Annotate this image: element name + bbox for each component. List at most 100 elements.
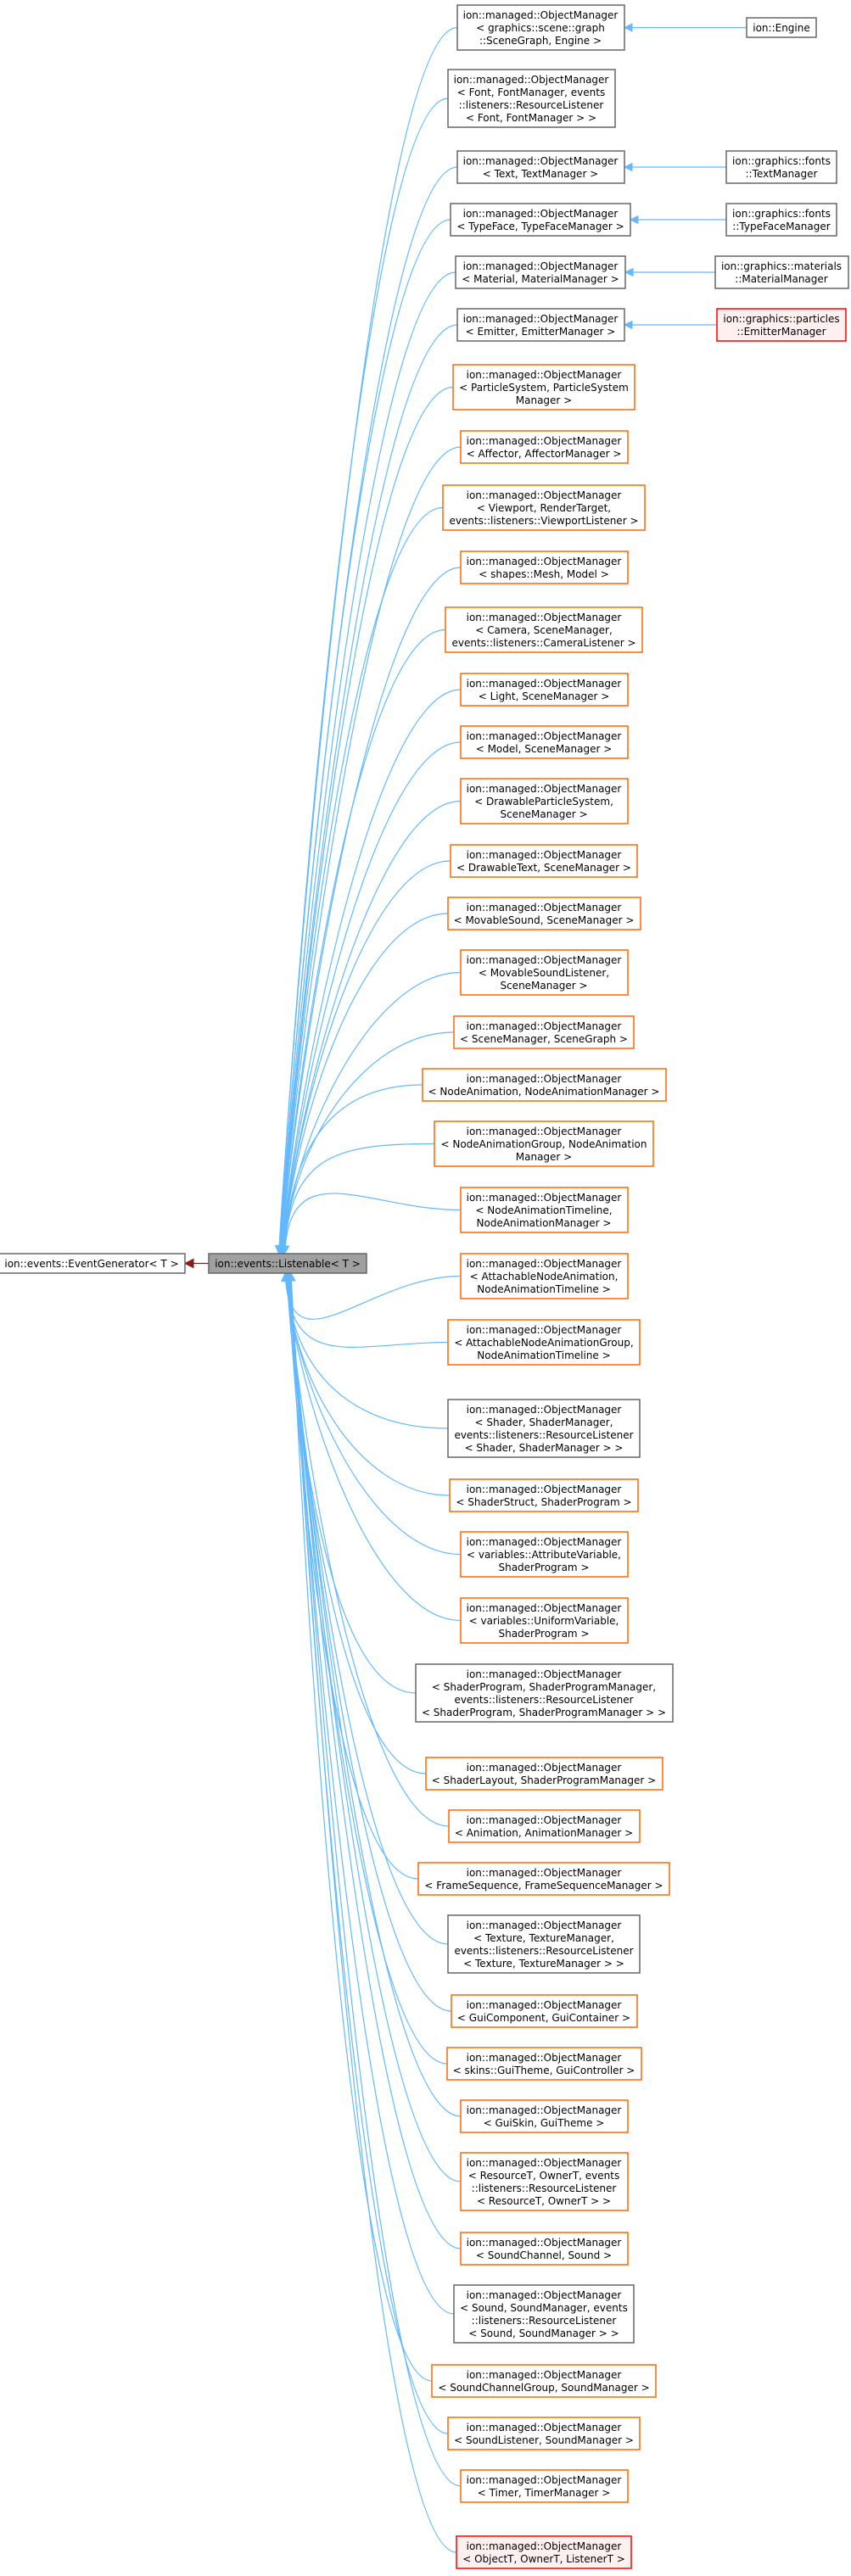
- derived-class-node-2-box: [725, 150, 837, 184]
- object-manager-node-30[interactable]: ion::managed::ObjectManager< FrameSequen…: [417, 1862, 670, 1896]
- object-manager-node-26[interactable]: ion::managed::ObjectManager< variables::…: [460, 1597, 629, 1644]
- edge-manager-17-to-listenable: [279, 1031, 455, 1255]
- object-manager-node-25-label: < variables::AttributeVariable,: [467, 1549, 621, 1561]
- object-manager-node-5[interactable]: ion::managed::ObjectManager< Emitter, Em…: [456, 308, 625, 342]
- object-manager-node-23-label: ion::managed::ObjectManager: [467, 1404, 622, 1416]
- object-manager-node-23[interactable]: ion::managed::ObjectManager< Shader, Sha…: [447, 1399, 641, 1458]
- object-manager-node-16[interactable]: ion::managed::ObjectManager< MovableSoun…: [460, 949, 629, 996]
- object-manager-node-5-label: ion::managed::ObjectManager: [463, 313, 619, 325]
- derived-class-node-2-label: ::TextManager: [746, 168, 818, 180]
- derived-class-node-2[interactable]: ion::graphics::fonts::TextManager: [725, 150, 837, 184]
- object-manager-node-14[interactable]: ion::managed::ObjectManager< DrawableTex…: [450, 844, 638, 878]
- listenable-node-label: ion::events::Listenable< T >: [215, 1258, 361, 1270]
- object-manager-node-39[interactable]: ion::managed::ObjectManager< SoundListen…: [447, 2417, 641, 2450]
- derived-class-node-0[interactable]: ion::Engine: [746, 17, 817, 38]
- object-manager-node-15[interactable]: ion::managed::ObjectManager< MovableSoun…: [447, 897, 641, 930]
- object-manager-node-22[interactable]: ion::managed::ObjectManager< AttachableN…: [447, 1319, 641, 1366]
- object-manager-node-19[interactable]: ion::managed::ObjectManager< NodeAnimati…: [434, 1120, 654, 1167]
- edge-manager-26-to-listenable: [282, 1271, 462, 1622]
- object-manager-node-7-label: < Affector, AffectorManager >: [467, 448, 622, 460]
- object-manager-node-20[interactable]: ion::managed::ObjectManager< NodeAnimati…: [460, 1187, 629, 1233]
- object-manager-node-16-label: SceneManager >: [500, 980, 587, 992]
- object-manager-node-4[interactable]: ion::managed::ObjectManager< Material, M…: [455, 255, 626, 289]
- object-manager-node-38[interactable]: ion::managed::ObjectManager< SoundChanne…: [431, 2364, 657, 2398]
- derived-class-node-3[interactable]: ion::graphics::fonts::TypeFaceManager: [725, 203, 837, 237]
- object-manager-node-10[interactable]: ion::managed::ObjectManager< Camera, Sce…: [445, 606, 643, 653]
- edge-manager-35-to-listenable: [284, 1271, 462, 2182]
- object-manager-node-11[interactable]: ion::managed::ObjectManager< Light, Scen…: [460, 673, 629, 707]
- object-manager-node-17-label: < SceneManager, SceneGraph >: [460, 1033, 628, 1045]
- derived-class-node-3-box: [725, 203, 837, 237]
- object-manager-node-1[interactable]: ion::managed::ObjectManager< Font, FontM…: [447, 69, 616, 128]
- derived-class-node-4-label: ::MaterialManager: [735, 273, 828, 285]
- object-manager-node-33[interactable]: ion::managed::ObjectManager< skins::GuiT…: [446, 2047, 642, 2081]
- derived-class-node-5-label: ::EmitterManager: [736, 326, 826, 338]
- object-manager-node-25-label: ShaderProgram >: [498, 1562, 589, 1573]
- object-manager-node-9-box: [460, 550, 629, 584]
- object-manager-node-28[interactable]: ion::managed::ObjectManager< ShaderLayou…: [425, 1757, 663, 1791]
- object-manager-node-26-label: ShaderProgram >: [498, 1628, 589, 1640]
- object-manager-node-30-label: < FrameSequence, FrameSequenceManager >: [424, 1880, 663, 1891]
- object-manager-node-17[interactable]: ion::managed::ObjectManager< SceneManage…: [453, 1015, 635, 1049]
- edge-manager-7-to-listenable: [277, 446, 462, 1255]
- edge-manager-30-to-listenable: [283, 1271, 419, 1880]
- object-manager-node-38-box: [431, 2364, 657, 2398]
- object-manager-node-17-label: ion::managed::ObjectManager: [467, 1020, 622, 1032]
- object-manager-node-27-label: < ShaderProgram, ShaderProgramManager,: [432, 1681, 656, 1693]
- object-manager-node-24[interactable]: ion::managed::ObjectManager< ShaderStruc…: [449, 1478, 639, 1512]
- object-manager-node-41[interactable]: ion::managed::ObjectManager< ObjectT, Ow…: [456, 2535, 632, 2569]
- object-manager-node-12[interactable]: ion::managed::ObjectManager< Model, Scen…: [460, 725, 629, 759]
- object-manager-node-38-label: ion::managed::ObjectManager: [467, 2369, 622, 2381]
- event-generator-node[interactable]: ion::events::EventGenerator< T >: [0, 1253, 186, 1274]
- edge-manager-39-to-listenable: [286, 1271, 449, 2434]
- object-manager-node-38-label: < SoundChannelGroup, SoundManager >: [438, 2382, 649, 2394]
- object-manager-node-14-label: ion::managed::ObjectManager: [467, 849, 622, 861]
- object-manager-node-37[interactable]: ion::managed::ObjectManager< Sound, Soun…: [453, 2284, 635, 2344]
- object-manager-node-28-label: < ShaderLayout, ShaderProgramManager >: [432, 1774, 656, 1786]
- object-manager-node-6[interactable]: ion::managed::ObjectManager< ParticleSys…: [452, 364, 635, 411]
- object-manager-node-12-box: [460, 725, 629, 759]
- object-manager-node-18[interactable]: ion::managed::ObjectManager< NodeAnimati…: [422, 1068, 667, 1102]
- object-manager-node-21-label: < AttachableNodeAnimation,: [470, 1271, 619, 1282]
- derived-class-node-4[interactable]: ion::graphics::materials::MaterialManage…: [714, 255, 849, 289]
- object-manager-node-29[interactable]: ion::managed::ObjectManager< Animation, …: [448, 1809, 641, 1843]
- object-manager-node-27[interactable]: ion::managed::ObjectManager< ShaderProgr…: [415, 1663, 674, 1723]
- object-manager-node-13[interactable]: ion::managed::ObjectManager< DrawablePar…: [460, 778, 629, 824]
- object-manager-node-35[interactable]: ion::managed::ObjectManager< ResourceT, …: [460, 2152, 629, 2211]
- object-manager-node-8[interactable]: ion::managed::ObjectManager< Viewport, R…: [442, 484, 646, 531]
- derived-class-node-5[interactable]: ion::graphics::particles::EmitterManager: [716, 308, 847, 342]
- object-manager-node-40[interactable]: ion::managed::ObjectManager< Timer, Time…: [460, 2469, 629, 2503]
- object-manager-node-7[interactable]: ion::managed::ObjectManager< Affector, A…: [460, 430, 629, 464]
- object-manager-node-21[interactable]: ion::managed::ObjectManager< AttachableN…: [460, 1253, 629, 1299]
- derived-class-node-5-box: [716, 308, 847, 342]
- object-manager-node-34[interactable]: ion::managed::ObjectManager< GuiSkin, Gu…: [460, 2099, 629, 2133]
- event-generator-node-label: ion::events::EventGenerator< T >: [4, 1258, 178, 1270]
- object-manager-node-31-label: < Texture, TextureManager,: [473, 1932, 614, 1944]
- object-manager-node-27-label: events::listeners::ResourceListener: [454, 1694, 633, 1706]
- object-manager-node-27-label: < ShaderProgram, ShaderProgramManager > …: [422, 1707, 666, 1718]
- object-manager-node-8-box: [442, 484, 646, 531]
- object-manager-node-28-label: ion::managed::ObjectManager: [467, 1762, 622, 1774]
- object-manager-node-22-label: NodeAnimationTimeline >: [477, 1349, 610, 1361]
- object-manager-node-19-label: < NodeAnimationGroup, NodeAnimation: [440, 1138, 647, 1150]
- object-manager-node-9[interactable]: ion::managed::ObjectManager< shapes::Mes…: [460, 550, 629, 584]
- listenable-node[interactable]: ion::events::Listenable< T >: [208, 1253, 367, 1274]
- object-manager-node-39-box: [447, 2417, 641, 2450]
- edge-manager-13-to-listenable: [278, 800, 462, 1255]
- derived-class-node-0-label: ion::Engine: [753, 22, 810, 34]
- object-manager-node-3[interactable]: ion::managed::ObjectManager< TypeFace, T…: [450, 203, 631, 237]
- derived-class-node-2-label: ion::graphics::fonts: [732, 155, 831, 167]
- object-manager-node-31[interactable]: ion::managed::ObjectManager< Texture, Te…: [447, 1914, 641, 1974]
- object-manager-node-25[interactable]: ion::managed::ObjectManager< variables::…: [460, 1531, 629, 1578]
- object-manager-node-0[interactable]: ion::managed::ObjectManager< graphics::s…: [456, 4, 625, 51]
- object-manager-node-13-label: < DrawableParticleSystem,: [474, 796, 613, 807]
- object-manager-node-36[interactable]: ion::managed::ObjectManager< SoundChanne…: [460, 2232, 629, 2266]
- object-manager-node-0-label: ion::managed::ObjectManager: [463, 9, 619, 21]
- object-manager-node-32-label: < GuiComponent, GuiContainer >: [457, 2012, 630, 2024]
- object-manager-node-0-label: ::SceneGraph, Engine >: [479, 35, 602, 47]
- object-manager-node-32[interactable]: ion::managed::ObjectManager< GuiComponen…: [451, 1994, 638, 2028]
- object-manager-node-15-label: ion::managed::ObjectManager: [467, 902, 622, 914]
- object-manager-node-2[interactable]: ion::managed::ObjectManager< Text, TextM…: [456, 150, 625, 184]
- derived-class-node-4-label: ion::graphics::materials: [721, 260, 842, 272]
- object-manager-node-17-box: [453, 1015, 635, 1049]
